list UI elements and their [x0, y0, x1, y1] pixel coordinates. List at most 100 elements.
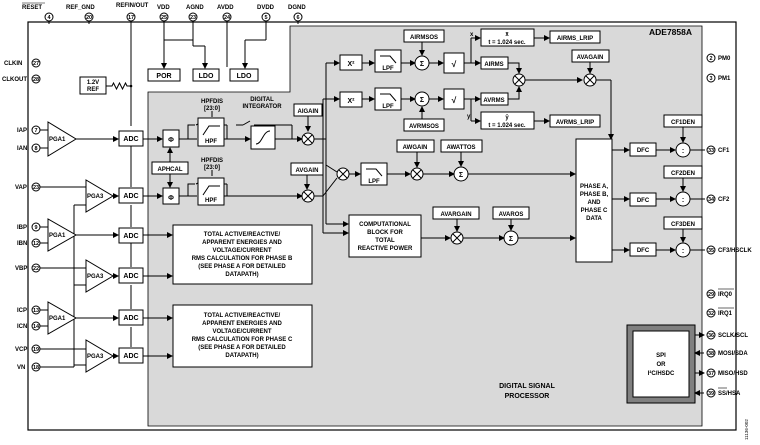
svg-text:BLOCK FOR: BLOCK FOR — [367, 230, 403, 236]
awattos-label: AWATTOS — [446, 145, 475, 151]
svg-text:REF_GND: REF_GND — [66, 5, 95, 11]
svg-text:2: 2 — [709, 56, 712, 62]
svg-text:PM1: PM1 — [718, 76, 731, 82]
phase-c-summary: TOTAL ACTIVE/REACTIVE/ APPARENT ENERGIES… — [143, 304, 313, 368]
svg-text:37: 37 — [708, 371, 714, 377]
ldo1-label: LDO — [199, 73, 214, 80]
top-pin-dgnd[interactable]: DGND 6 — [288, 5, 306, 24]
svg-text:38: 38 — [708, 351, 714, 357]
left-pin-clkout[interactable]: CLKOUT 28 — [2, 74, 41, 84]
svg-text:IAN: IAN — [17, 146, 27, 152]
svg-text:IAP: IAP — [17, 128, 27, 134]
left-pin-clkin[interactable]: CLKIN 27 — [4, 58, 41, 68]
svg-text:y: y — [467, 114, 471, 120]
svg-text:CF2: CF2 — [718, 197, 730, 203]
aphcal-label: APHCAL — [158, 167, 183, 173]
svg-text:HPFDIS: HPFDIS — [201, 158, 223, 164]
svg-text:IRQ0: IRQ0 — [718, 292, 733, 298]
svg-text:14: 14 — [33, 324, 40, 330]
dfc-3: DFC — [637, 248, 650, 254]
svg-text:OR: OR — [657, 362, 667, 368]
pga1-b-label: PGA1 — [49, 233, 66, 239]
svg-text:t = 1.024 sec.: t = 1.024 sec. — [488, 123, 526, 129]
svg-text:IBP: IBP — [17, 225, 27, 231]
adc-vb: ADC — [123, 273, 138, 280]
svg-text:32: 32 — [708, 311, 714, 317]
top-pin-refinout[interactable]: REFIN/OUT 17 — [116, 3, 149, 22]
avargain-label: AVARGAIN — [440, 212, 471, 218]
svg-text:DATAPATH): DATAPATH) — [225, 272, 258, 278]
svg-text:RMS CALCULATION FOR PHASE C: RMS CALCULATION FOR PHASE C — [192, 337, 293, 343]
svg-text::: : — [682, 148, 684, 155]
svg-text:APPARENT ENERGIES AND: APPARENT ENERGIES AND — [202, 240, 282, 246]
svg-text:20: 20 — [86, 15, 92, 21]
svg-text:x̄: x̄ — [505, 32, 509, 38]
svg-text:Σ: Σ — [509, 236, 513, 243]
svg-text:8: 8 — [34, 146, 37, 152]
svg-text:TOTAL ACTIVE/REACTIVE/: TOTAL ACTIVE/REACTIVE/ — [204, 232, 281, 238]
svg-text:DATAPATH): DATAPATH) — [225, 353, 258, 359]
svg-text:PM0: PM0 — [718, 56, 731, 62]
chip-name: ADE7858A — [649, 27, 692, 37]
voltage-reference: 1.2V REF — [79, 21, 133, 126]
dsp-label-2: PROCESSOR — [505, 393, 550, 400]
svg-text:35: 35 — [708, 248, 714, 254]
svg-text:3: 3 — [709, 76, 712, 82]
svg-text:VN: VN — [17, 365, 25, 371]
svg-text:HPFDIS: HPFDIS — [201, 99, 223, 105]
svg-text:I²C/HSDC: I²C/HSDC — [648, 370, 675, 377]
dfc-2: DFC — [637, 198, 650, 204]
serial-interface: SPI OR I²C/HSDC — [626, 324, 705, 404]
aigain-label: AIGAIN — [298, 109, 319, 115]
svg-text:24: 24 — [224, 15, 231, 21]
top-pin-avdd[interactable]: AVDD 24 — [217, 5, 234, 22]
svg-text:PHASE B,: PHASE B, — [580, 192, 609, 198]
x2-voltage: X² — [348, 98, 356, 105]
top-pin-dvdd[interactable]: DVDD 5 — [257, 5, 275, 22]
right-pin-pm1[interactable]: 3 PM1 — [706, 73, 731, 83]
adc-ia: ADC — [123, 136, 138, 143]
top-pin-vdd[interactable]: VDD 25 — [157, 5, 170, 22]
pga3-c-label: PGA3 — [87, 354, 104, 360]
power-section: POR LDO LDO — [147, 21, 267, 82]
svg-text:APPARENT ENERGIES AND: APPARENT ENERGIES AND — [202, 321, 282, 327]
airmsos-label: AIRMSOS — [410, 35, 438, 41]
svg-text:LPF: LPF — [382, 104, 394, 110]
top-pin-reset[interactable]: RESET 4 — [22, 2, 54, 24]
svg-text:MOSI/SDA: MOSI/SDA — [718, 351, 748, 357]
right-pin-mosi-sda[interactable]: 38 MOSI/SDA — [706, 348, 748, 358]
svg-text:LPF: LPF — [368, 179, 380, 185]
svg-text:LPF: LPF — [382, 66, 394, 72]
svg-text:SCLK/SCL: SCLK/SCL — [718, 333, 748, 339]
top-pin-ref-gnd[interactable]: REF_GND 20 — [66, 5, 95, 24]
svg-text:CLKIN: CLKIN — [4, 61, 22, 67]
svg-text:9: 9 — [34, 225, 37, 231]
pga3-a-label: PGA3 — [87, 194, 104, 200]
analog-front-end: PGA1 PGA3 PGA1 PGA3 PGA1 PGA3 — [40, 121, 132, 373]
adc-blocks: ADC ADC ADC ADC ADC ADC — [118, 130, 144, 364]
avrmsos-label: AVRMSOS — [409, 124, 439, 130]
svg-text:VOLTAGE/CURRENT: VOLTAGE/CURRENT — [212, 248, 271, 254]
svg-text:VAP: VAP — [15, 185, 27, 191]
phase-data-block: PHASE A, PHASE B, AND PHASE C DATA — [575, 138, 630, 263]
top-pin-agnd[interactable]: AGND 23 — [186, 5, 204, 22]
svg-text:TOTAL ACTIVE/REACTIVE/: TOTAL ACTIVE/REACTIVE/ — [204, 313, 281, 319]
svg-text:17: 17 — [128, 15, 134, 21]
dfc-1: DFC — [637, 148, 650, 154]
right-pin-pm0[interactable]: 2 PM0 — [706, 53, 731, 63]
svg-text:Σ: Σ — [420, 61, 424, 68]
svg-text:(SEE PHASE A FOR DETAILED: (SEE PHASE A FOR DETAILED — [198, 345, 286, 351]
awgain-label: AWGAIN — [403, 145, 428, 151]
svg-text:REFIN/OUT: REFIN/OUT — [116, 3, 149, 9]
svg-text:27: 27 — [33, 61, 39, 67]
